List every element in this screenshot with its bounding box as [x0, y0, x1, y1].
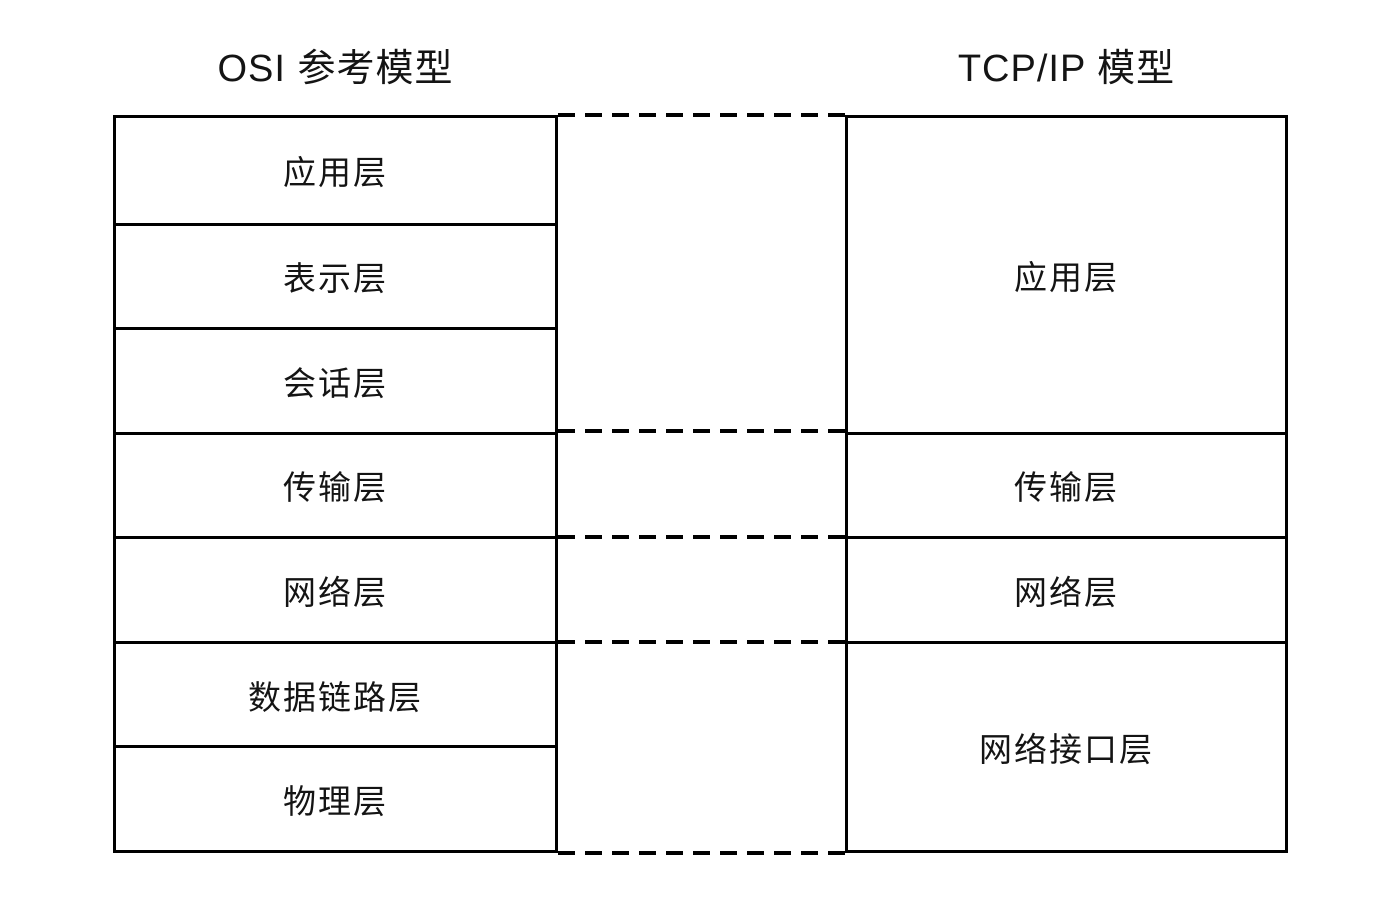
correspondence-dashed-line-network-datalink: [558, 640, 845, 644]
osi-layer-network: 网络层: [116, 536, 555, 641]
tcpip-layer-network: 网络层: [848, 536, 1285, 641]
correspondence-dashed-line-bottom: [558, 851, 845, 855]
osi-model-box: 应用层 表示层 会话层 传输层 网络层 数据链路层 物理层: [113, 115, 558, 853]
tcpip-layer-transport: 传输层: [848, 431, 1285, 537]
correspondence-dashed-line-session-transport: [558, 429, 845, 433]
correspondence-dashed-line-top: [558, 113, 845, 117]
tcpip-model-title: TCP/IP 模型: [957, 48, 1176, 90]
osi-layer-physical: 物理层: [116, 745, 555, 850]
tcpip-layer-application: 应用层: [1014, 258, 1119, 296]
tcpip-layer-network-interface: 网络接口层: [848, 640, 1285, 850]
tcpip-model-box: 应用层 传输层 网络层 网络接口层: [845, 115, 1288, 853]
osi-layer-session: 会话层: [116, 327, 555, 432]
correspondence-dashed-line-transport-network: [558, 535, 845, 539]
osi-layer-transport: 传输层: [116, 431, 555, 537]
osi-layer-application: 应用层: [283, 154, 388, 192]
osi-layer-presentation: 表示层: [116, 222, 555, 328]
osi-model-title: OSI 参考模型: [217, 48, 454, 90]
osi-layer-datalink: 数据链路层: [116, 640, 555, 746]
